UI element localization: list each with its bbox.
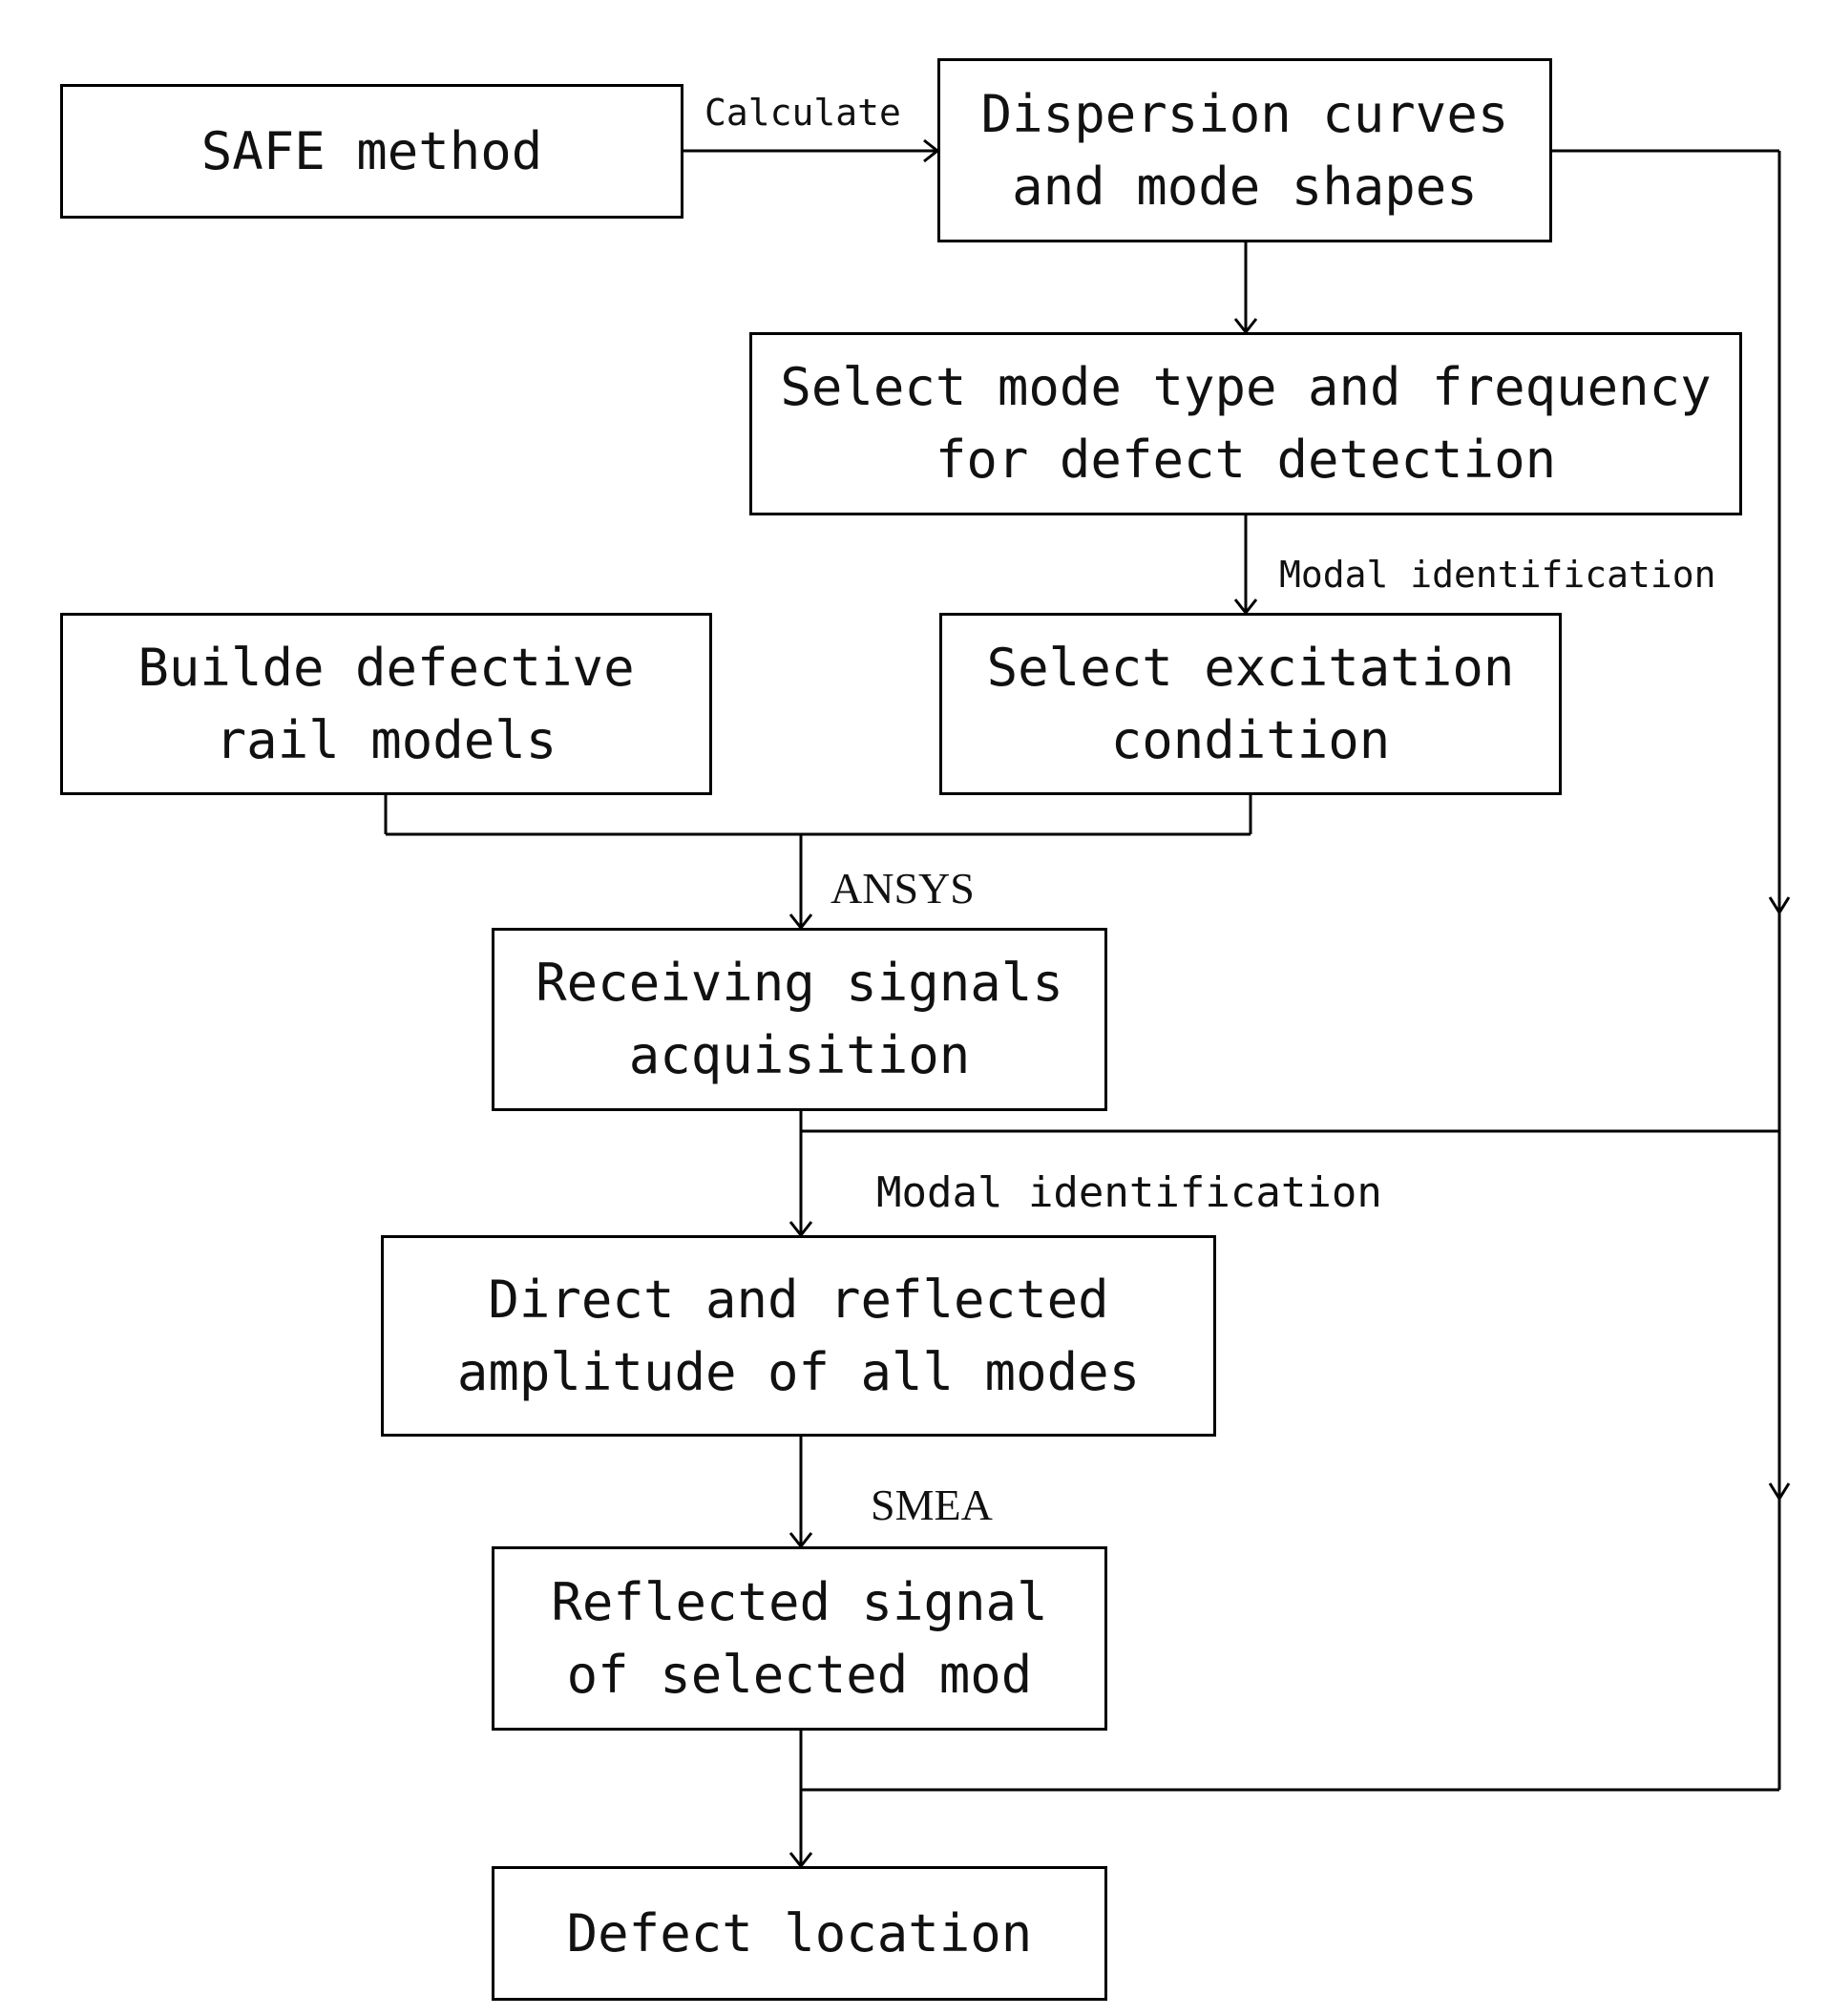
modal-identification-label-1: Modal identification [1279,554,1716,596]
receiving-signals-box: Receiving signals acquisition [492,928,1107,1111]
defect-location-box: Defect location [492,1866,1107,2001]
select-excitation-box: Select excitation condition [939,613,1562,795]
modal-identification-label-2: Modal identification [876,1168,1382,1217]
safe-method-box: SAFE method [60,84,683,219]
direct-reflected-box: Direct and reflected amplitude of all mo… [381,1235,1216,1437]
smea-label: SMEA [871,1480,993,1529]
dispersion-curves-box: Dispersion curves and mode shapes [937,58,1552,242]
build-defective-models-box: Builde defective rail models [60,613,712,795]
reflected-signal-box: Reflected signal of selected mod [492,1546,1107,1731]
calculate-label: Calculate [704,92,901,134]
ansys-label: ANSYS [830,864,975,913]
arrowhead-right-1 [1768,896,1791,915]
select-mode-box: Select mode type and frequency for defec… [749,332,1742,515]
arrowhead-right-2 [1768,1482,1791,1502]
